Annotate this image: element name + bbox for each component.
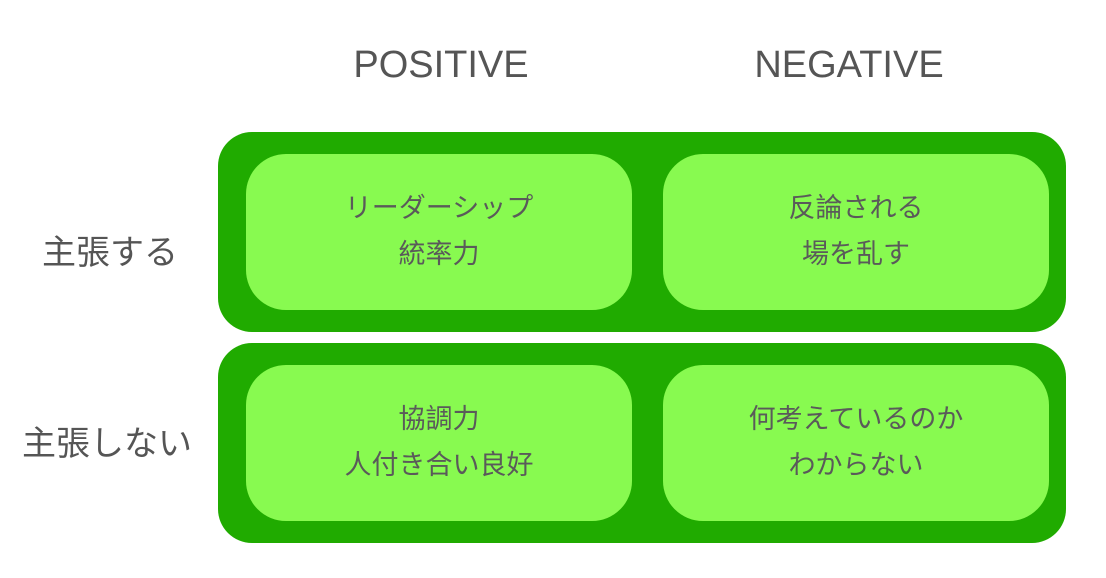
row-band-not-assert: 協調力 人付き合い良好 何考えているのか わからない bbox=[218, 343, 1066, 543]
cell-text-line1: リーダーシップ bbox=[344, 193, 534, 224]
column-header-positive: POSITIVE bbox=[353, 44, 529, 86]
cell-assert-negative: 反論される 場を乱す bbox=[663, 154, 1049, 310]
cell-text-line2: 統率力 bbox=[398, 239, 480, 270]
cell-not-assert-positive: 協調力 人付き合い良好 bbox=[246, 365, 632, 521]
row-band-assert: リーダーシップ 統率力 反論される 場を乱す bbox=[218, 132, 1066, 332]
column-header-negative: NEGATIVE bbox=[754, 44, 944, 86]
row-label-assert: 主張する bbox=[42, 233, 178, 273]
cell-not-assert-negative: 何考えているのか わからない bbox=[663, 365, 1049, 521]
cell-text-line1: 反論される bbox=[788, 193, 924, 224]
cell-text-line2: 場を乱す bbox=[802, 239, 910, 270]
cell-text-line1: 何考えているのか bbox=[748, 404, 964, 435]
cell-assert-positive: リーダーシップ 統率力 bbox=[246, 154, 632, 310]
cell-text-line2: わからない bbox=[788, 450, 924, 481]
cell-text-line1: 協調力 bbox=[398, 404, 480, 435]
row-label-not-assert: 主張しない bbox=[22, 424, 192, 464]
cell-text-line2: 人付き合い良好 bbox=[344, 450, 534, 481]
